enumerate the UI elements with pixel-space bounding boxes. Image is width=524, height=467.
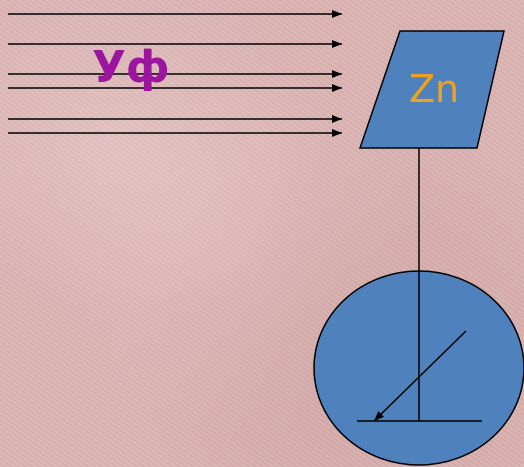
uv-rays [8,10,342,137]
electroscope-needle [373,330,467,422]
zinc-label: Zn [409,67,460,111]
uv-label: Уф [92,42,170,93]
zinc-plate [358,30,505,149]
